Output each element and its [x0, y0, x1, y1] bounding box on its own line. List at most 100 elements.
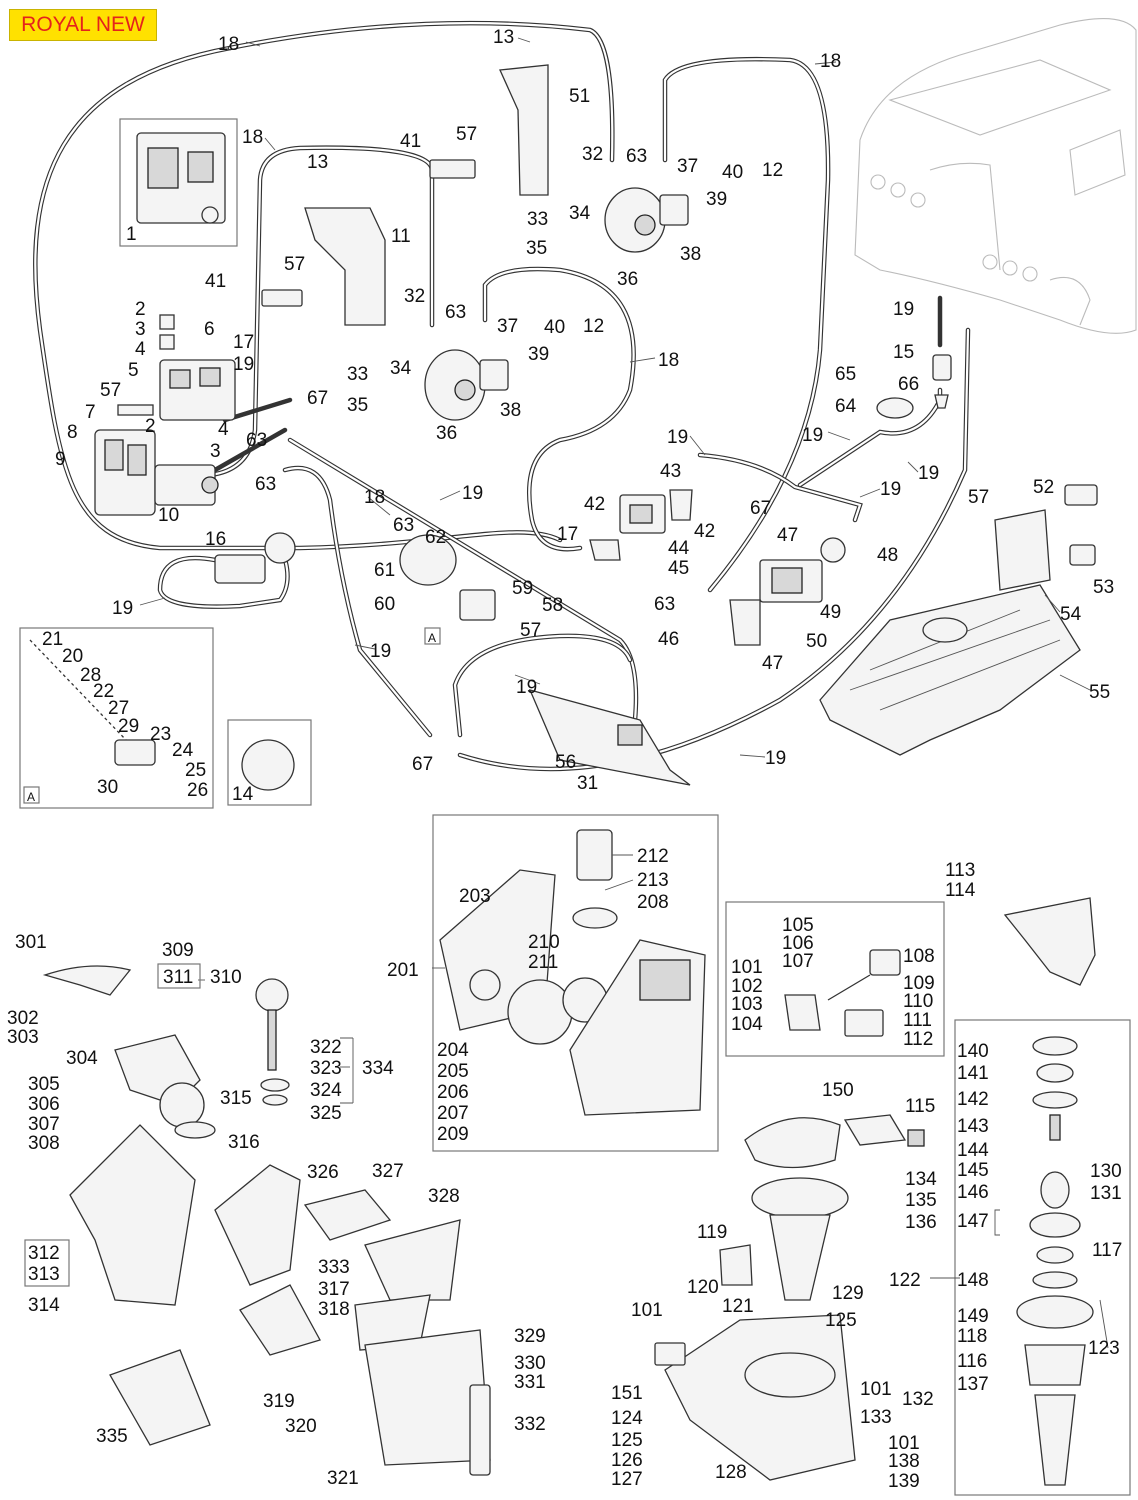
- callout-6: 6: [204, 319, 215, 340]
- callout-29: 29: [118, 716, 139, 737]
- callout-19: 19: [893, 299, 914, 320]
- callout-320: 320: [285, 1416, 317, 1437]
- callout-17: 17: [233, 332, 254, 353]
- callout-213: 213: [637, 870, 669, 891]
- callout-38: 38: [500, 400, 521, 421]
- callout-326: 326: [307, 1162, 339, 1183]
- callout-3: 3: [135, 319, 146, 340]
- callout-19: 19: [765, 748, 786, 769]
- callout-42: 42: [694, 521, 715, 542]
- callout-19: 19: [112, 598, 133, 619]
- title-badge: ROYAL NEW: [9, 9, 157, 41]
- callout-36: 36: [617, 269, 638, 290]
- detail-marker-a: A: [428, 631, 436, 645]
- callout-148: 148: [957, 1270, 989, 1291]
- callout-3: 3: [210, 441, 221, 462]
- callout-124: 124: [611, 1408, 643, 1429]
- callout-40: 40: [544, 317, 565, 338]
- part-group-1-frame: [119, 118, 238, 247]
- callout-2: 2: [135, 299, 146, 320]
- callout-19: 19: [462, 483, 483, 504]
- callout-55: 55: [1089, 682, 1110, 703]
- callout-34: 34: [569, 203, 591, 224]
- callout-56: 56: [555, 752, 576, 773]
- callout-131: 131: [1090, 1183, 1122, 1204]
- callout-125: 125: [611, 1430, 643, 1451]
- callout-51: 51: [569, 86, 590, 107]
- callout-53: 53: [1093, 577, 1114, 598]
- callout-52: 52: [1033, 477, 1054, 498]
- callout-324: 324: [310, 1080, 342, 1101]
- callout-19: 19: [880, 479, 901, 500]
- callout-8: 8: [67, 422, 78, 443]
- callout-40: 40: [722, 162, 743, 183]
- callout-57: 57: [968, 487, 989, 508]
- callout-43: 43: [660, 461, 681, 482]
- callout-32: 32: [404, 286, 425, 307]
- callout-120: 120: [687, 1277, 719, 1298]
- callout-33: 33: [347, 364, 368, 385]
- callout-151: 151: [611, 1383, 643, 1404]
- callout-23: 23: [150, 724, 171, 745]
- callout-103: 103: [731, 994, 763, 1015]
- callout-35: 35: [526, 238, 547, 259]
- callout-45: 45: [668, 558, 689, 579]
- callout-42: 42: [584, 494, 605, 515]
- callout-19: 19: [918, 463, 939, 484]
- callout-65: 65: [835, 364, 856, 385]
- callout-129: 129: [832, 1283, 864, 1304]
- callout-141: 141: [957, 1063, 989, 1084]
- callout-38: 38: [680, 244, 701, 265]
- callout-203: 203: [459, 886, 491, 907]
- callout-32: 32: [582, 144, 603, 165]
- callout-63: 63: [393, 515, 414, 536]
- callout-12: 12: [583, 316, 604, 337]
- machine-body-outline: [854, 18, 1137, 334]
- grinder-assembly-frame: [954, 1019, 1131, 1496]
- callout-47: 47: [777, 525, 798, 546]
- callout-301: 301: [15, 932, 47, 953]
- callout-119: 119: [697, 1222, 727, 1243]
- callout-310: 310: [210, 967, 242, 988]
- callout-59: 59: [512, 578, 533, 599]
- callout-37: 37: [677, 156, 698, 177]
- callout-315: 315: [220, 1088, 252, 1109]
- callout-57: 57: [520, 620, 541, 641]
- callout-101: 101: [631, 1300, 663, 1321]
- callout-130: 130: [1090, 1161, 1122, 1182]
- callout-327: 327: [372, 1161, 404, 1182]
- callout-19: 19: [667, 427, 688, 448]
- callout-54: 54: [1060, 604, 1082, 625]
- callout-64: 64: [835, 396, 857, 417]
- callout-314: 314: [28, 1295, 60, 1316]
- callout-125: 125: [825, 1310, 857, 1331]
- callout-149: 149: [957, 1306, 989, 1327]
- callout-321: 321: [327, 1468, 359, 1489]
- callout-18: 18: [658, 350, 679, 371]
- callout-57: 57: [100, 380, 121, 401]
- callout-212: 212: [637, 846, 669, 867]
- callout-128: 128: [715, 1462, 747, 1483]
- callout-132: 132: [902, 1389, 934, 1410]
- callout-28: 28: [80, 665, 101, 686]
- callout-325: 325: [310, 1103, 342, 1124]
- callout-147: 147: [957, 1211, 989, 1232]
- callout-142: 142: [957, 1089, 989, 1110]
- callout-49: 49: [820, 602, 841, 623]
- callout-143: 143: [957, 1116, 989, 1137]
- vibration-pumps: [589, 489, 846, 646]
- callout-115: 115: [905, 1096, 935, 1117]
- callout-319: 319: [263, 1391, 295, 1412]
- callout-34: 34: [390, 358, 412, 379]
- callout-304: 304: [66, 1048, 98, 1069]
- callout-57: 57: [456, 124, 477, 145]
- label-brackets: [24, 963, 1000, 1287]
- callout-66: 66: [898, 374, 919, 395]
- callout-133: 133: [860, 1407, 892, 1428]
- callout-labels: 18 13 18 51 18 41 57 32 63 37 40 12 13 3…: [7, 27, 1122, 1492]
- callout-15: 15: [893, 342, 914, 363]
- callout-332: 332: [514, 1414, 546, 1435]
- callout-105: 105: [782, 915, 814, 936]
- callout-137: 137: [957, 1374, 989, 1395]
- callout-122: 122: [889, 1270, 921, 1291]
